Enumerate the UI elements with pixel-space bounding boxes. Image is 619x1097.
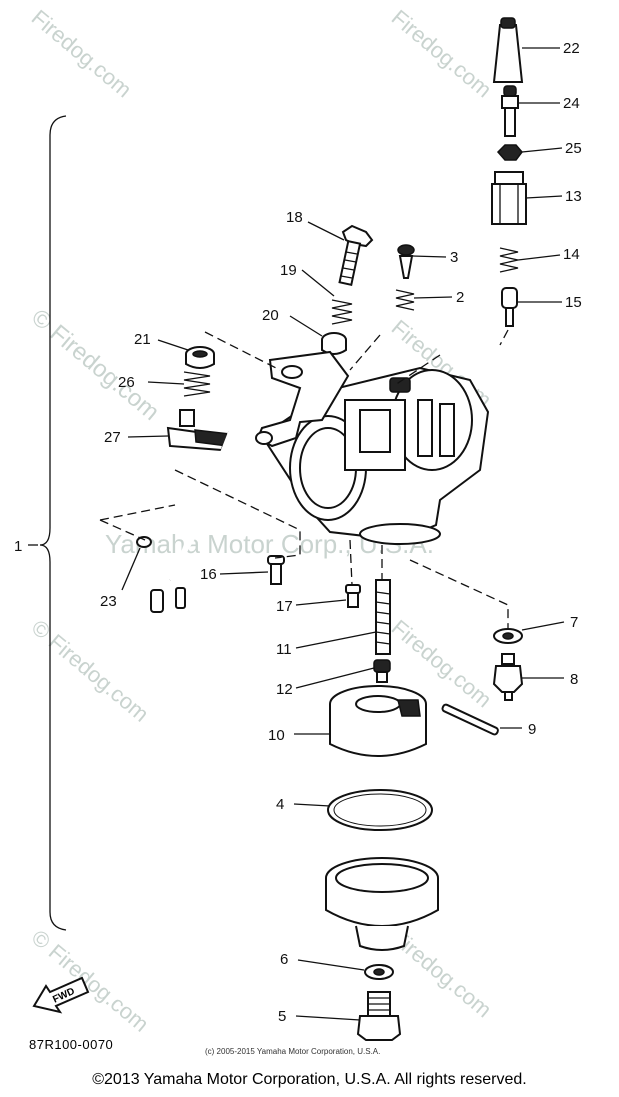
callout-9: 9	[528, 721, 536, 738]
callout-26: 26	[118, 374, 135, 391]
callout-13: 13	[565, 188, 582, 205]
callout-17: 17	[276, 598, 293, 615]
callout-18: 18	[286, 209, 303, 226]
callout-15: 15	[565, 294, 582, 311]
leader-lines	[121, 47, 565, 1021]
part-8-valve	[492, 653, 524, 701]
part-3-screw	[397, 244, 415, 279]
callout-6: 6	[280, 951, 288, 968]
callout-27: 27	[104, 429, 121, 446]
part-float-bowl	[325, 857, 439, 951]
callout-23: 23	[100, 593, 117, 610]
part-7-washer	[493, 628, 523, 644]
callout-14: 14	[563, 246, 580, 263]
part-26-spring	[183, 371, 211, 397]
callout-16: 16	[200, 566, 217, 583]
watermark-site-3: © Firedog.com	[26, 304, 164, 426]
part-2-spring	[395, 289, 415, 311]
part-9-pin	[441, 703, 499, 736]
part-10-float	[329, 685, 427, 757]
part-24-needle	[501, 85, 519, 137]
callout-10: 10	[268, 727, 285, 744]
part-22-cap	[492, 17, 524, 83]
watermark-site-7: © Firedog.com	[27, 925, 154, 1037]
diagram-part-code: 87R100-0070	[29, 1037, 114, 1052]
callout-25: 25	[565, 140, 582, 157]
callout-8: 8	[570, 671, 578, 688]
watermark-site-2: Firedog.com	[387, 5, 497, 103]
cable	[150, 430, 239, 613]
part-6-washer	[364, 964, 394, 980]
part-5-drain-plug	[356, 991, 402, 1041]
part-14-spring	[499, 247, 519, 273]
copyright-footer: ©2013 Yamaha Motor Corporation, U.S.A. A…	[92, 1071, 527, 1088]
callout-24: 24	[563, 95, 580, 112]
callout-5: 5	[278, 1008, 286, 1025]
watermark-site-1: Firedog.com	[27, 5, 137, 103]
assembly-bracket: 1	[14, 115, 67, 931]
part-18-screw	[338, 224, 374, 286]
callout-11: 11	[276, 641, 292, 658]
watermark-site-5: © Firedog.com	[27, 615, 154, 727]
callout-21: 21	[134, 331, 151, 348]
part-15-jet-needle	[501, 287, 518, 327]
part-25-nut	[496, 144, 523, 161]
callout-3: 3	[450, 249, 458, 266]
callout-22: 22	[563, 40, 580, 57]
callouts: 22 24 25 13 14 15 18 19 20 3 2 21 26 27 …	[100, 40, 582, 1025]
part-27-plunger	[166, 409, 231, 452]
part-23-washer	[136, 536, 152, 548]
part-19-spring	[331, 299, 353, 325]
part-4-gasket	[327, 789, 433, 831]
part-17-screw	[345, 584, 361, 608]
part-20-collar	[321, 332, 347, 355]
part-13-housing	[491, 171, 527, 225]
callout-7: 7	[570, 614, 578, 631]
carburetor-body	[255, 350, 490, 545]
part-16-screw	[267, 555, 285, 585]
callout-4: 4	[276, 796, 284, 813]
small-copyright: (c) 2005-2015 Yamaha Motor Corporation, …	[205, 1047, 381, 1056]
callout-12: 12	[276, 681, 293, 698]
part-12-jet	[373, 659, 391, 683]
part-11-jet	[375, 579, 391, 655]
part-21-cap	[185, 346, 215, 369]
assembly-guides	[99, 329, 509, 628]
callout-19: 19	[280, 262, 297, 279]
assembly-label: 1	[14, 538, 22, 555]
fwd-arrow-icon: FWD	[32, 976, 90, 1014]
callout-20: 20	[262, 307, 279, 324]
callout-2: 2	[456, 289, 464, 306]
